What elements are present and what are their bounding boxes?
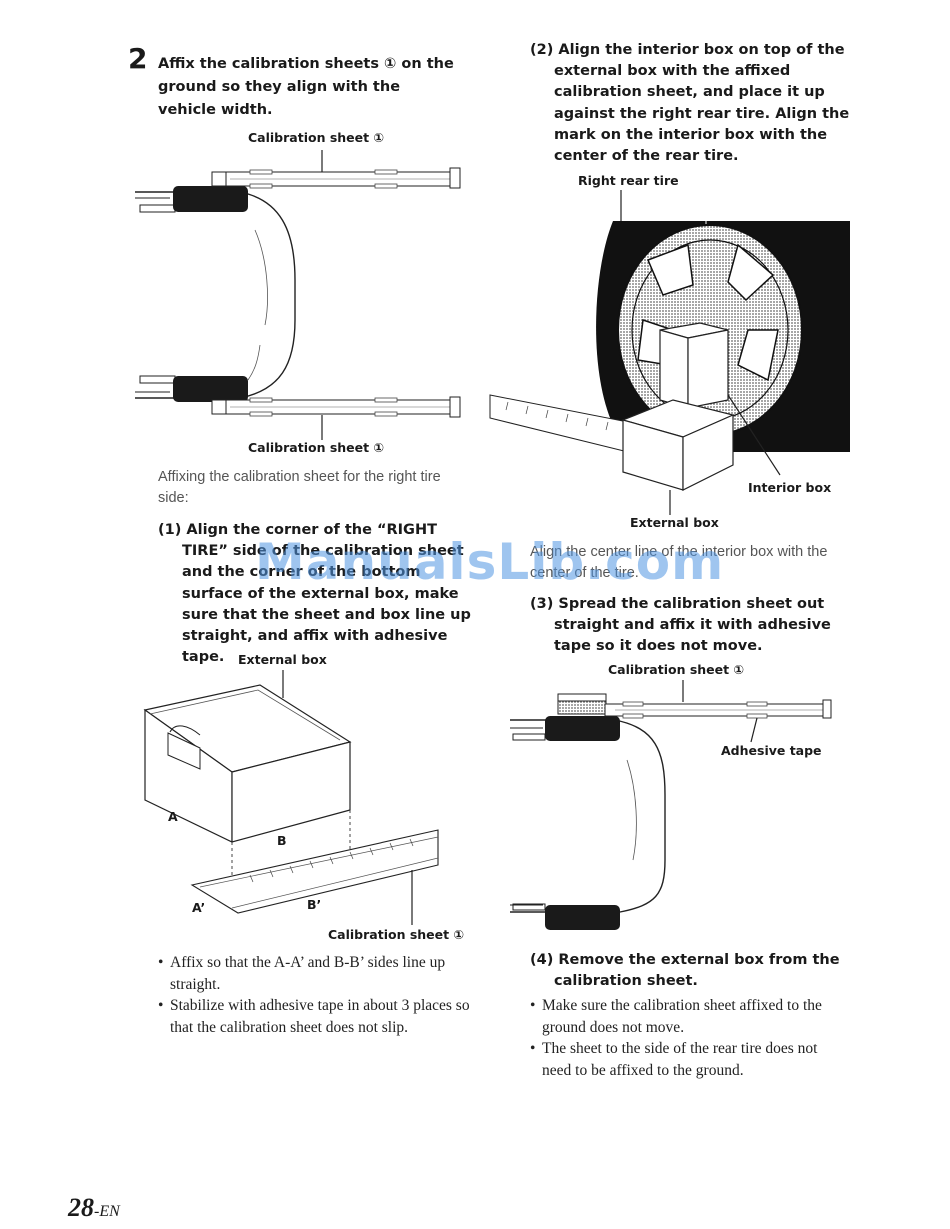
figure-label-external-box-2: External box	[630, 515, 719, 530]
substep-4-bullets: Make sure the calibration sheet affixed …	[530, 995, 830, 1081]
figure-label-adhesive-tape: Adhesive tape	[721, 743, 822, 758]
bullet-item: Stabilize with adhesive tape in about 3 …	[158, 995, 470, 1038]
figure-label-calibration-sheet-top: Calibration sheet ①	[248, 130, 385, 145]
page-number: 28-EN	[68, 1193, 120, 1223]
spread-sheet-figure	[510, 680, 832, 930]
page-number-value: 28	[68, 1193, 94, 1222]
tire-box-figure	[489, 190, 850, 515]
figure-label-calibration-sheet-3: Calibration sheet ①	[608, 662, 745, 677]
figure-label-right-rear-tire: Right rear tire	[578, 173, 679, 188]
watermark: ManualsLib.com	[255, 533, 725, 591]
substep-3-heading: (3) Spread the calibration sheet out str…	[530, 596, 831, 655]
step-number: 2	[128, 42, 148, 75]
figure-caption-2: Align the center line of the interior bo…	[530, 544, 828, 581]
figure-label-interior-box: Interior box	[748, 480, 832, 495]
page-number-suffix: -EN	[94, 1203, 120, 1220]
substep-4-heading: (4) Remove the external box from the cal…	[530, 952, 840, 990]
label-b: B	[277, 833, 287, 848]
figure-label-calibration-sheet: Calibration sheet ①	[328, 927, 465, 942]
label-a: A	[168, 809, 178, 824]
step-heading: Affix the calibration sheets ① on the gr…	[158, 56, 454, 118]
vehicle-calibration-figure	[135, 150, 461, 440]
label-b-prime: B’	[307, 897, 322, 912]
figure-label-calibration-sheet-bottom: Calibration sheet ①	[248, 440, 385, 455]
bullet-item: The sheet to the side of the rear tire d…	[530, 1038, 830, 1081]
label-a-prime: A’	[192, 900, 206, 915]
figure-caption: Affixing the calibration sheet for the r…	[158, 469, 441, 506]
bullet-item: Make sure the calibration sheet affixed …	[530, 995, 830, 1038]
substep-2-heading: (2) Align the interior box on top of the…	[530, 42, 850, 165]
bullet-item: Affix so that the A-A’ and B-B’ sides li…	[158, 952, 470, 995]
substep-1-bullets: Affix so that the A-A’ and B-B’ sides li…	[158, 952, 470, 1038]
substep-1-heading: (1) Align the corner of the “RIGHT TIRE”…	[158, 522, 471, 666]
external-box-figure	[143, 670, 439, 925]
figure-label-external-box: External box	[238, 652, 327, 667]
